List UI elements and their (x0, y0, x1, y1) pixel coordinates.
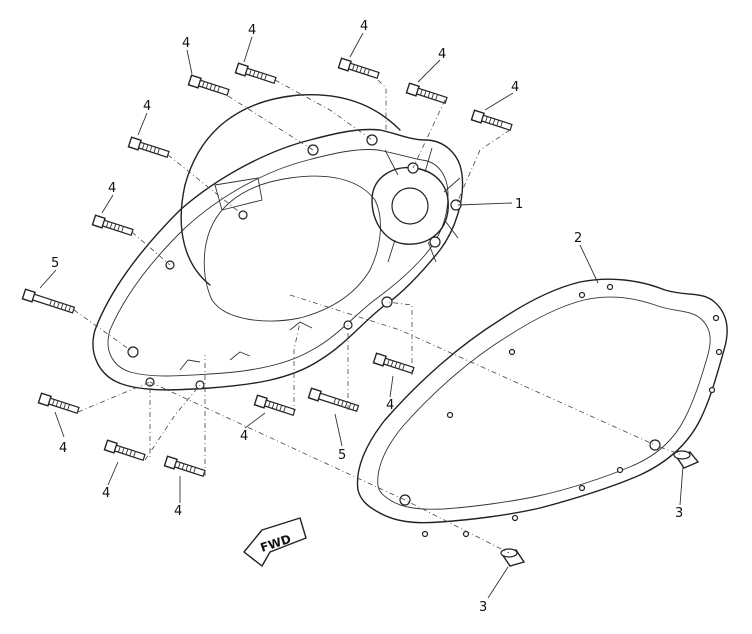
assembly-guide-lines (73, 79, 683, 554)
callout-1: 1 (515, 197, 523, 212)
screw-set (21, 57, 513, 477)
dowel-pin-upper (673, 450, 700, 469)
screw-long (307, 387, 360, 413)
callout-3-upper: 3 (675, 506, 683, 521)
screw (163, 455, 206, 477)
screw (234, 62, 277, 84)
callout-labels: 1 2 3 3 4 4 4 4 4 4 4 5 4 4 4 4 5 4 (51, 19, 683, 615)
callout-4: 4 (182, 36, 190, 51)
screw (91, 214, 134, 236)
callout-4: 4 (102, 486, 110, 501)
callout-4: 4 (174, 504, 182, 519)
callout-4: 4 (360, 19, 368, 34)
screw (253, 394, 296, 416)
forward-label: FWD (259, 532, 293, 555)
callout-4: 4 (248, 23, 256, 38)
screw (187, 74, 230, 96)
crankcase-cover (92, 93, 464, 391)
screw (470, 109, 513, 131)
screw (127, 136, 170, 158)
screw (337, 57, 380, 79)
callout-4: 4 (511, 80, 519, 95)
leader-lines (39, 32, 684, 599)
callout-3-lower: 3 (479, 600, 487, 615)
callout-2: 2 (574, 231, 582, 246)
screw (37, 392, 80, 414)
callout-4: 4 (143, 99, 151, 114)
callout-5: 5 (51, 256, 59, 271)
screw (405, 82, 448, 104)
forward-arrow-icon: FWD (243, 517, 307, 567)
callout-4: 4 (386, 398, 394, 413)
gasket (356, 278, 728, 538)
callout-4: 4 (59, 441, 67, 456)
callout-4: 4 (438, 47, 446, 62)
callout-4: 4 (240, 429, 248, 444)
screw (372, 352, 415, 374)
screw (103, 439, 146, 461)
callout-4: 4 (108, 181, 116, 196)
screw-long (21, 288, 76, 314)
callout-5: 5 (338, 448, 346, 463)
dowel-pin-lower (500, 548, 526, 567)
